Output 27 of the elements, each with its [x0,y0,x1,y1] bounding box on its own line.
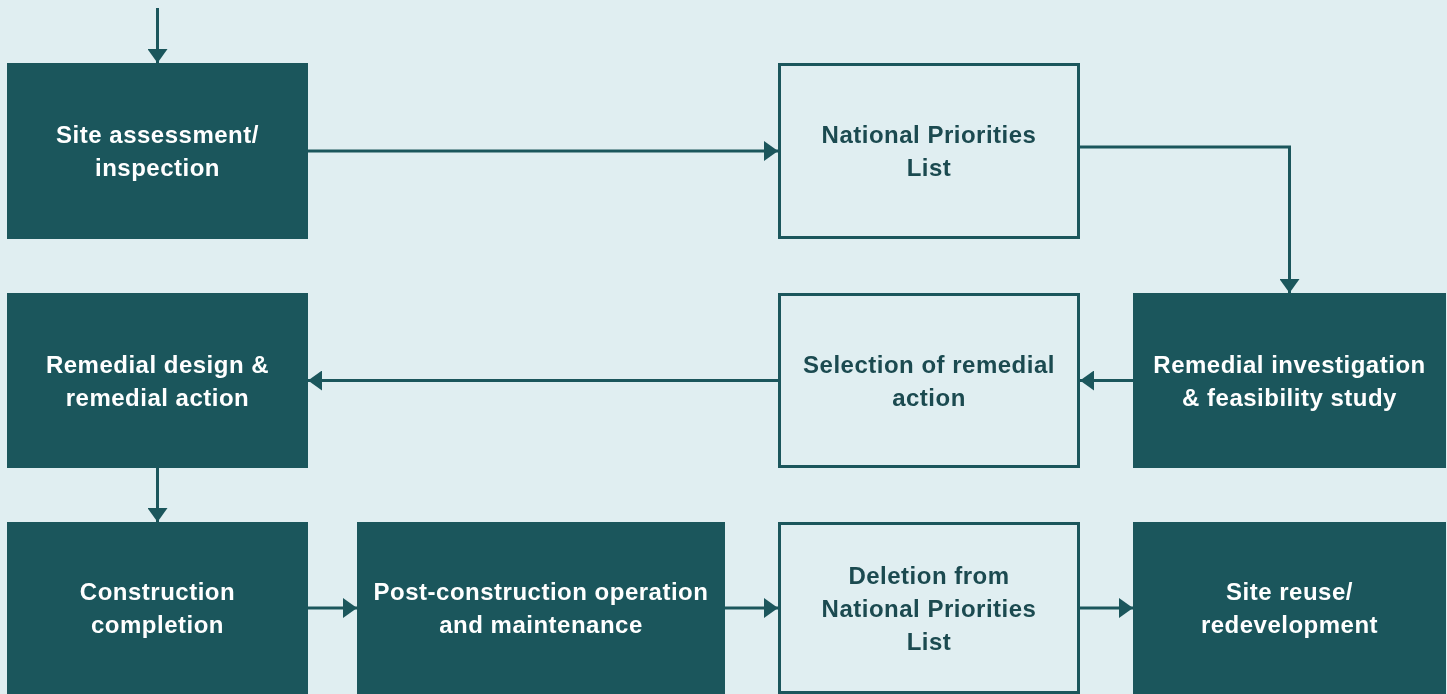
box-label: Site reuse/ redevelopment [1199,577,1380,640]
process-box [1133,293,1446,468]
box-label: Site assessment/ inspection [55,120,260,183]
arrow [1080,598,1133,618]
arrow [308,141,778,161]
arrow [308,370,778,391]
box-label: Selection of remedial action [802,349,1056,413]
box-label: Remedial investigation & feasibility study [1152,349,1427,413]
arrow [308,598,357,618]
arrow [147,8,168,63]
process-box [778,63,1080,239]
arrow [1080,145,1300,293]
process-box [778,293,1080,468]
process-box [357,522,725,694]
box-label: Deletion from National Priorities List [820,560,1038,657]
box-label: Remedial design & remedial action [44,349,271,413]
arrow [1080,370,1133,391]
process-box [1133,522,1446,694]
arrow [725,598,778,618]
process-box [778,522,1080,694]
process-box [7,522,308,694]
process-box [7,63,308,239]
arrow [147,468,168,522]
box-label: Post-construction operation and maintenance [373,577,709,640]
box-label: Construction completion [78,577,237,640]
box-label: National Priorities List [820,120,1038,183]
process-box [7,293,308,468]
